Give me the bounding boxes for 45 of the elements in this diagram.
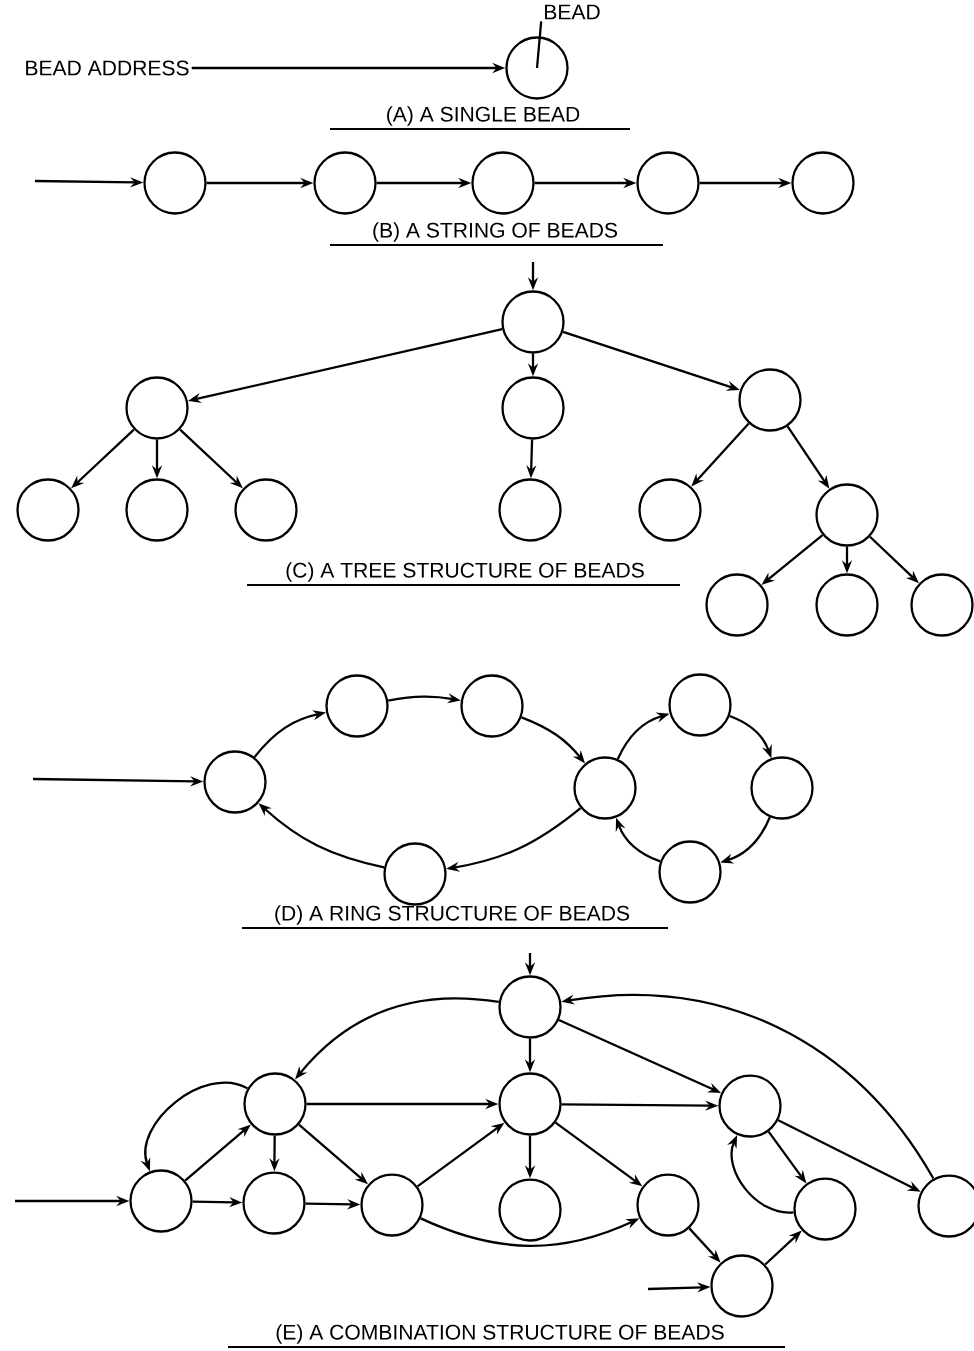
- bead-circle: [242, 1171, 306, 1235]
- bead-circle: [636, 151, 700, 215]
- bead-circle: [750, 756, 814, 820]
- label-text: BEAD: [545, 4, 600, 20]
- bead-circle: [573, 756, 637, 820]
- bead-circle: [815, 483, 879, 547]
- bead-circle: [793, 1177, 857, 1241]
- caption: (E) A COMBINATION STRUCTURE OF BEADS: [228, 1324, 785, 1349]
- bead-circle: [791, 151, 855, 215]
- bead-circle: [203, 750, 267, 814]
- bead-circle: [313, 151, 377, 215]
- bead-circle: [143, 151, 207, 215]
- bead-circle: [636, 1173, 700, 1237]
- bead-circle: [638, 478, 702, 542]
- bead-circle: [383, 842, 447, 906]
- bead-circle: [718, 1074, 782, 1138]
- bead-circle: [125, 478, 189, 542]
- bead-circle: [498, 975, 562, 1039]
- bead-circle: [234, 478, 298, 542]
- bead-circle: [16, 478, 80, 542]
- bead-circle: [243, 1072, 307, 1136]
- caption: (A) A SINGLE BEAD: [330, 106, 630, 131]
- caption: (D) A RING STRUCTURE OF BEADS: [242, 905, 668, 930]
- bead-circle: [498, 478, 562, 542]
- bead-circle: [738, 368, 802, 432]
- bead-circle: [125, 376, 189, 440]
- caption: (B) A STRING OF BEADS: [330, 222, 663, 247]
- bead-circle: [360, 1173, 424, 1237]
- bead-circle: [325, 674, 389, 738]
- bead-circle: [129, 1169, 193, 1233]
- bead-circle: [505, 36, 569, 100]
- bead-circle: [501, 290, 565, 354]
- bead-circle: [460, 674, 524, 738]
- bead-circle: [910, 573, 974, 637]
- bead-circle: [498, 1178, 562, 1242]
- bead-circle: [668, 673, 732, 737]
- bead-circle: [658, 840, 722, 904]
- bead-circle: [501, 376, 565, 440]
- caption: (C) A TREE STRUCTURE OF BEADS: [247, 562, 680, 587]
- bead-circle: [710, 1254, 774, 1318]
- bead-circle: [815, 573, 879, 637]
- bead-circle: [498, 1072, 562, 1136]
- label-text: BEAD ADDRESS: [26, 60, 189, 76]
- bead-circle: [705, 573, 769, 637]
- bead-circle: [471, 151, 535, 215]
